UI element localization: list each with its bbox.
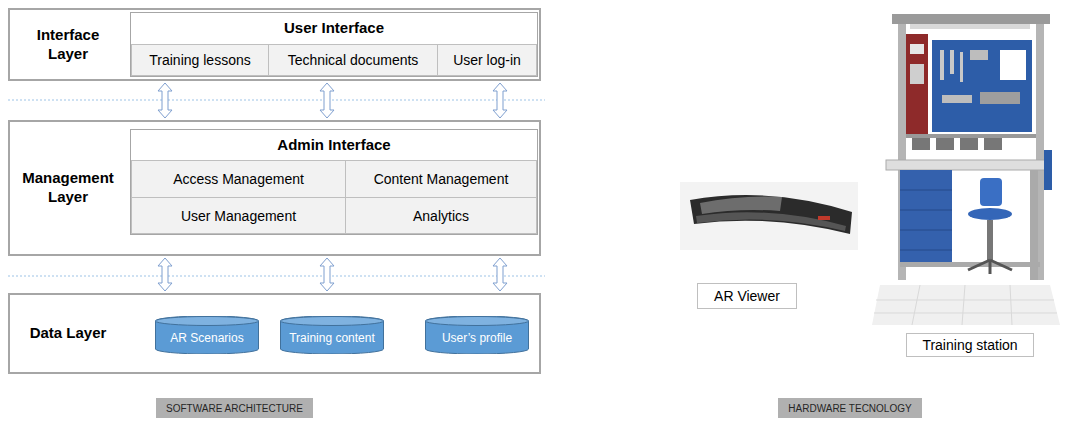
device-label-box: Training station [906, 333, 1034, 357]
layer-connector [158, 83, 172, 118]
caption-text: SOFTWARE ARCHITECTURE [166, 403, 303, 414]
device-label-box: AR Viewer [697, 283, 797, 309]
module-label: Training lessons [149, 52, 250, 68]
layer-connector [320, 83, 334, 118]
panel-title: User Interface [131, 13, 537, 43]
database-cylinder: AR Scenarios [155, 316, 259, 354]
layer-separator [8, 100, 545, 101]
module-label: Content Management [374, 171, 509, 187]
layer-label: Interface Layer [16, 26, 120, 64]
ar-headset-picture [680, 182, 858, 250]
module-label: Access Management [173, 171, 304, 187]
caption-box: HARDWARE TECNOLOGY [778, 398, 922, 418]
module-box: User Management [131, 197, 346, 234]
layer-label: Management Layer [16, 169, 120, 207]
panel-box: Admin InterfaceAccess Management Content … [130, 129, 538, 235]
layer-label: Data Layer [16, 324, 120, 343]
caption-box: SOFTWARE ARCHITECTURE [156, 398, 313, 418]
layer-box: Management Layer Admin InterfaceAccess Ma… [8, 120, 541, 256]
layer-connector [158, 258, 172, 291]
layer-connector [493, 83, 507, 118]
database-cylinder: User’s profile [425, 316, 529, 354]
module-box: Access Management [131, 160, 346, 198]
database-label: User’s profile [442, 331, 512, 345]
module-box: Analytics [345, 197, 537, 234]
layer-box: Data Layer AR Scenarios Training content Us… [8, 293, 541, 374]
module-box: User log-in [437, 44, 537, 76]
module-label: Technical documents [288, 52, 419, 68]
database-label: AR Scenarios [170, 331, 243, 345]
caption-text: HARDWARE TECNOLOGY [788, 403, 911, 414]
database-cylinder: Training content [280, 316, 384, 354]
module-label: Analytics [413, 208, 469, 224]
layer-connector [320, 258, 334, 291]
database-label: Training content [289, 331, 375, 345]
layer-box: Interface Layer User InterfaceTraining le… [8, 8, 541, 81]
module-label: User Management [181, 208, 296, 224]
panel-title: Admin Interface [131, 130, 537, 160]
device-label: Training station [922, 337, 1017, 353]
panel-box: User InterfaceTraining lessons Technical … [130, 12, 538, 77]
layer-connector [493, 258, 507, 291]
training-station-picture [872, 14, 1060, 325]
layer-separator [8, 276, 545, 277]
module-box: Content Management [345, 160, 537, 198]
module-box: Training lessons [131, 44, 269, 76]
device-label: AR Viewer [714, 288, 780, 304]
module-label: User log-in [453, 52, 521, 68]
module-box: Technical documents [268, 44, 438, 76]
